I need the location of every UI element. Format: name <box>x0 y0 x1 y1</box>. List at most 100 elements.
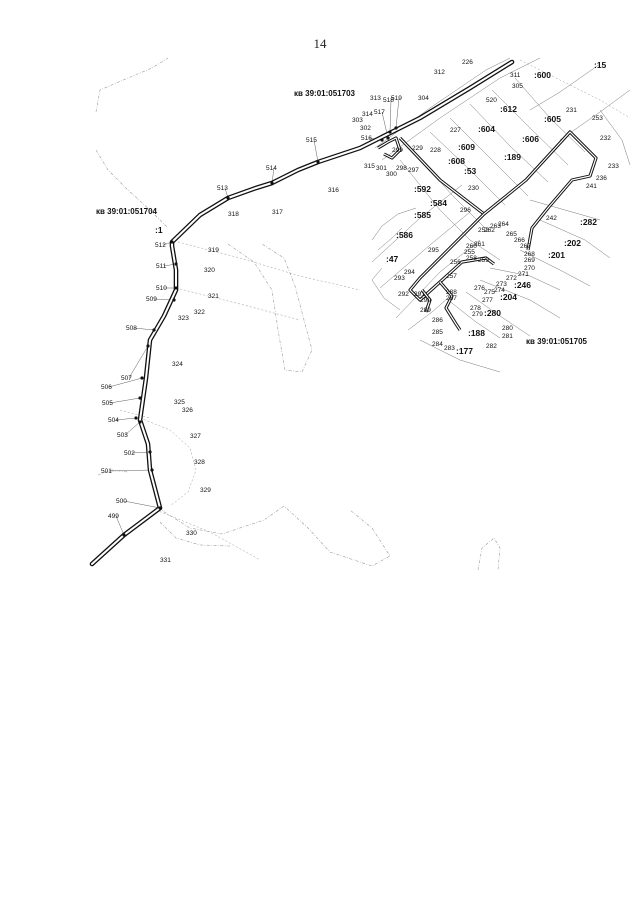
survey-point-label-315: 315 <box>364 163 375 170</box>
route-node-502 <box>148 450 152 454</box>
survey-point-label-313: 313 <box>370 95 381 102</box>
survey-point-label-276: 276 <box>474 285 485 292</box>
survey-point-label-230: 230 <box>468 185 479 192</box>
survey-point-label-294: 294 <box>404 269 415 276</box>
survey-point-label-262: 262 <box>484 227 495 234</box>
survey-point-label-226: 226 <box>462 59 473 66</box>
leader-504 <box>115 417 137 421</box>
survey-point-label-328: 328 <box>194 459 205 466</box>
survey-point-label-295: 295 <box>428 247 439 254</box>
survey-point-label-304: 304 <box>418 95 429 102</box>
route-point-label-509: 509 <box>146 296 157 303</box>
route-node-513 <box>226 196 230 200</box>
route-node-508 <box>152 328 156 332</box>
parcel-line-23 <box>465 291 531 337</box>
route-point-label-514: 514 <box>266 165 277 172</box>
parcel-line-9 <box>529 63 601 111</box>
survey-point-label-317: 317 <box>272 209 283 216</box>
survey-point-label-273: 273 <box>496 281 507 288</box>
survey-point-label-324: 324 <box>172 361 183 368</box>
survey-point-label-260: 260 <box>466 243 477 250</box>
route-point-label-515: 515 <box>306 137 317 144</box>
leader-503 <box>124 421 141 436</box>
route-branch-inner-2 <box>483 131 597 251</box>
survey-point-label-331: 331 <box>160 557 171 564</box>
survey-point-label-242: 242 <box>546 215 557 222</box>
survey-point-label-303: 303 <box>352 117 363 124</box>
survey-point-label-252: 252 <box>478 227 489 234</box>
survey-point-label-278: 278 <box>470 305 481 312</box>
route-node-518 <box>388 130 392 134</box>
block-label-282: :282 <box>580 217 597 227</box>
parcel-line-18 <box>519 249 591 287</box>
survey-point-label-302: 302 <box>360 125 371 132</box>
survey-point-label-322: 322 <box>194 309 205 316</box>
survey-point-label-316: 316 <box>328 187 339 194</box>
survey-point-label-275: 275 <box>484 289 495 296</box>
survey-point-label-258: 258 <box>466 255 477 262</box>
survey-point-label-261: 261 <box>474 241 485 248</box>
parcel-line-14 <box>395 239 481 319</box>
parcel-line-20 <box>529 199 601 221</box>
parcel-line-8 <box>514 77 586 153</box>
block-label-204: :204 <box>500 292 517 302</box>
parcel-line-13 <box>379 211 471 289</box>
survey-point-label-329: 329 <box>200 487 211 494</box>
block-label-606: :606 <box>522 134 539 144</box>
survey-point-label-272: 272 <box>506 275 517 282</box>
route-point-label-516: 516 <box>361 135 372 142</box>
block-label-201: :201 <box>548 250 565 260</box>
parcel-line-12 <box>371 184 463 263</box>
parcel-line-15 <box>407 297 449 331</box>
route-point-label-510: 510 <box>156 285 167 292</box>
survey-point-label-323: 323 <box>178 315 189 322</box>
survey-point-label-284: 284 <box>432 341 443 348</box>
route-node-516 <box>380 138 384 142</box>
route-nodes <box>122 126 398 537</box>
parcel-line-16 <box>419 339 501 373</box>
block-label-609: :609 <box>458 142 475 152</box>
survey-point-label-300: 300 <box>386 171 397 178</box>
route-node-514 <box>270 181 274 185</box>
survey-point-label-321: 321 <box>208 293 219 300</box>
survey-point-label-319: 319 <box>208 247 219 254</box>
parcel-line-19 <box>539 219 611 259</box>
route-node-507 <box>146 344 150 348</box>
relief-line-0 <box>95 57 169 113</box>
route-point-label-506: 506 <box>101 384 112 391</box>
survey-point-label-270: 270 <box>524 265 535 272</box>
parcel-line-4 <box>429 131 506 206</box>
survey-point-label-292: 292 <box>398 291 409 298</box>
boundary-line-3 <box>119 409 151 419</box>
block-label-188: :188 <box>468 328 485 338</box>
relief-contours <box>95 57 501 570</box>
boundary-line-2 <box>139 417 197 507</box>
route-point-label-512: 512 <box>155 242 166 249</box>
quarter-label-2: кв 39:01:051705 <box>526 337 588 346</box>
survey-point-label-253: 253 <box>592 115 603 122</box>
survey-point-label-259: 259 <box>478 257 489 264</box>
survey-point-label-296: 296 <box>460 207 471 214</box>
survey-point-label-301: 301 <box>376 165 387 172</box>
point-labels: 4995005015025035045055065075085095105115… <box>101 59 619 564</box>
boundary-line-1 <box>175 287 301 321</box>
block-label-189: :189 <box>504 152 521 162</box>
route-node-506 <box>140 376 144 380</box>
boundary-line-0 <box>177 241 361 291</box>
survey-point-label-279: 279 <box>472 311 483 318</box>
survey-point-label-277: 277 <box>482 297 493 304</box>
quarter-label-1: кв 39:01:051704 <box>96 207 158 216</box>
block-label-584: :584 <box>430 198 447 208</box>
route-node-519 <box>394 126 398 130</box>
route-point-label-518: 518 <box>383 97 394 104</box>
block-label-47: :47 <box>386 254 399 264</box>
route-node-509 <box>172 298 176 302</box>
survey-point-label-298: 298 <box>396 165 407 172</box>
parcel-line-21 <box>599 109 631 166</box>
route-point-label-500: 500 <box>116 498 127 505</box>
survey-point-label-274: 274 <box>494 287 505 294</box>
survey-point-label-231: 231 <box>566 107 577 114</box>
route-node-503 <box>138 420 142 424</box>
survey-point-label-264: 264 <box>498 221 509 228</box>
